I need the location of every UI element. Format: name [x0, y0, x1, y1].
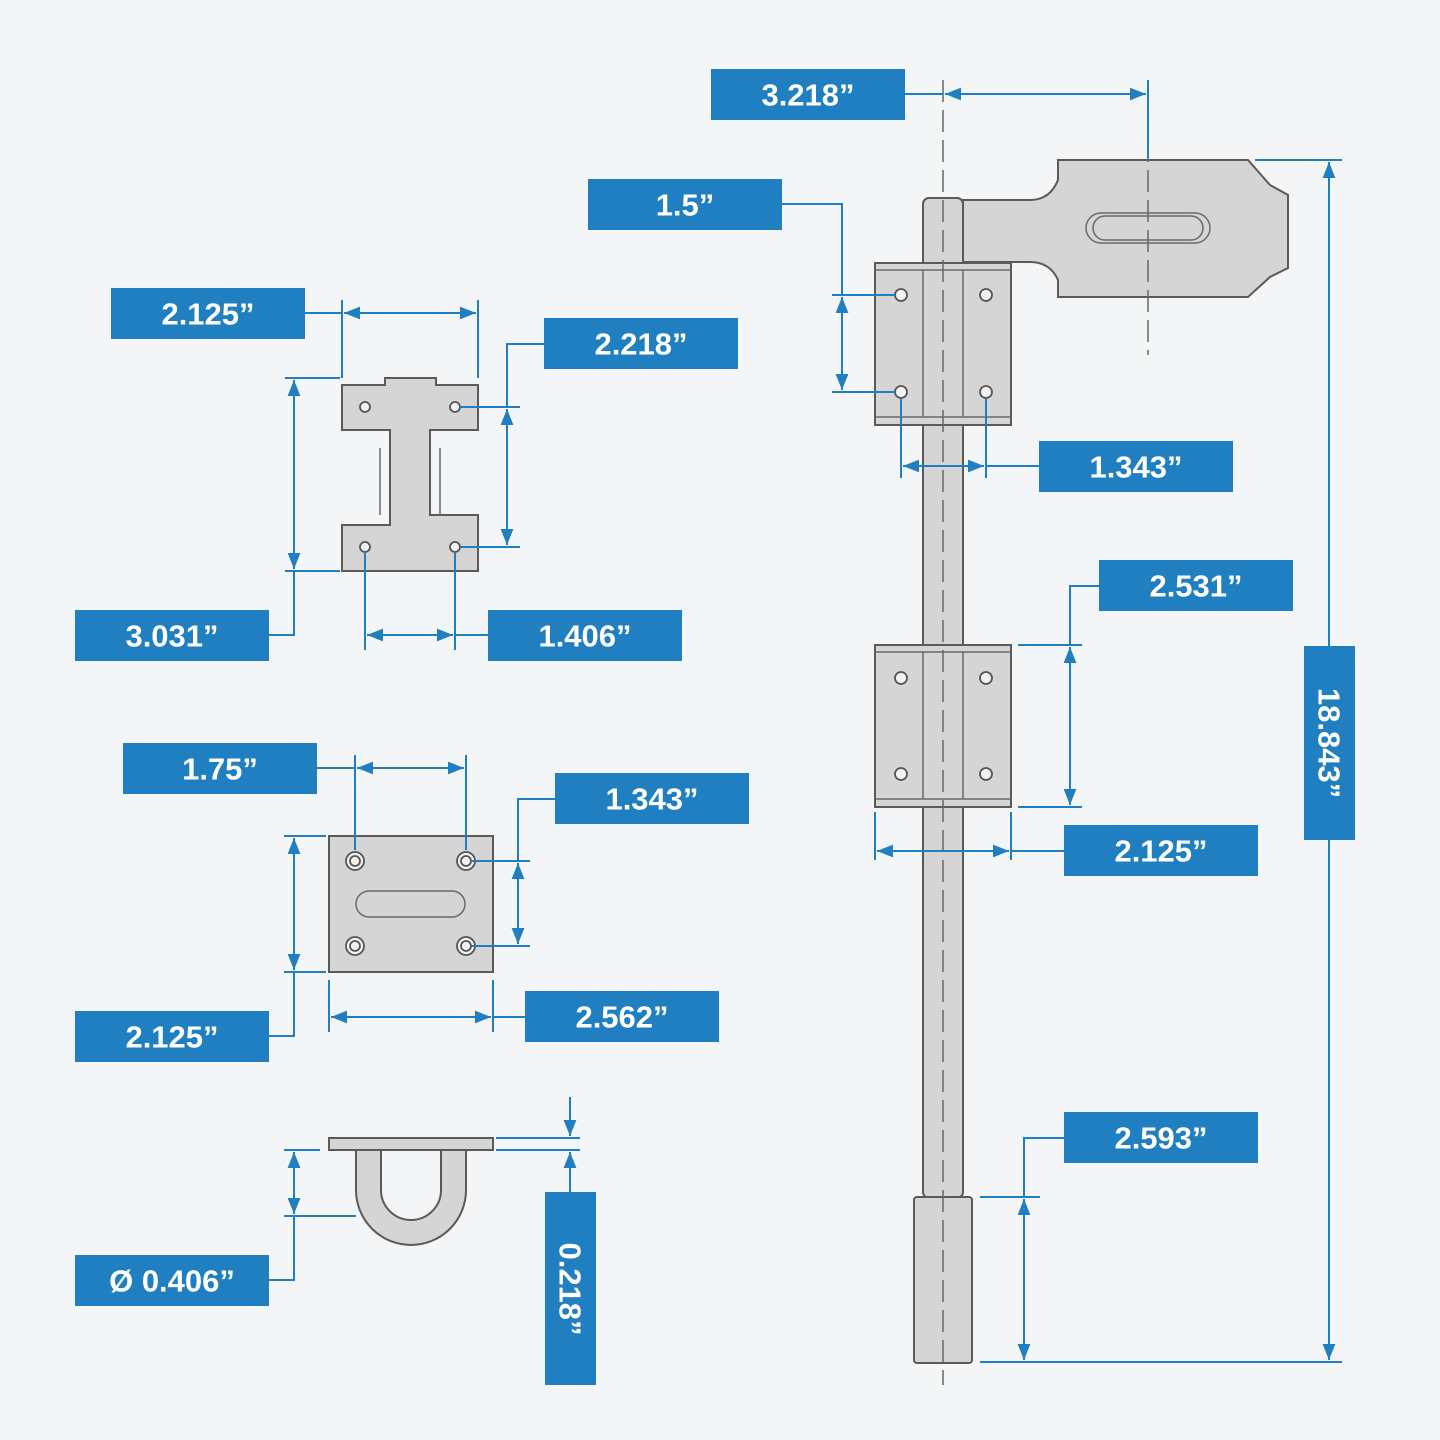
label-overall-length: 18.843”	[1304, 646, 1355, 840]
label-hasp-offset: 3.218”	[711, 69, 905, 120]
label-bracket-height: 2.531”	[1099, 560, 1293, 611]
label-plate-hole-horizontal: 1.75”	[123, 743, 317, 794]
keeper	[341, 377, 479, 572]
svg-text:1.5”: 1.5”	[656, 188, 715, 223]
label-plate-width: 2.562”	[525, 991, 719, 1042]
label-keeper-width: 2.125”	[111, 288, 305, 339]
staple-plate	[328, 835, 494, 973]
label-keeper-hole-vertical: 2.218”	[544, 318, 738, 369]
svg-text:1.343”: 1.343”	[1089, 450, 1182, 485]
svg-text:1.75”: 1.75”	[182, 752, 258, 787]
label-bracket-width: 2.125”	[1064, 825, 1258, 876]
label-bracket-hole-horizontal: 1.343”	[1039, 441, 1233, 492]
svg-text:2.531”: 2.531”	[1149, 569, 1242, 604]
label-staple-diameter: Ø 0.406”	[75, 1255, 269, 1306]
svg-text:2.125”: 2.125”	[125, 1020, 218, 1055]
hasp-handle	[962, 159, 1289, 298]
svg-text:0.218”: 0.218”	[553, 1242, 588, 1335]
staple-side-view	[328, 1137, 494, 1246]
svg-text:3.031”: 3.031”	[125, 619, 218, 654]
label-plate-thickness: 0.218”	[545, 1192, 596, 1385]
svg-text:2.125”: 2.125”	[1114, 834, 1207, 869]
svg-text:1.343”: 1.343”	[605, 782, 698, 817]
label-plate-height: 2.125”	[75, 1011, 269, 1062]
svg-text:3.218”: 3.218”	[761, 78, 854, 113]
label-plate-hole-vertical: 1.343”	[555, 773, 749, 824]
label-bracket-hole-vertical: 1.5”	[588, 179, 782, 230]
svg-text:2.562”: 2.562”	[575, 1000, 668, 1035]
svg-text:18.843”: 18.843”	[1312, 688, 1347, 798]
label-foot-length: 2.593”	[1064, 1112, 1258, 1163]
svg-text:2.125”: 2.125”	[161, 297, 254, 332]
label-keeper-height: 3.031”	[75, 610, 269, 661]
svg-text:Ø 0.406”: Ø 0.406”	[109, 1264, 235, 1299]
cane-bolt	[874, 80, 1289, 1385]
svg-text:2.593”: 2.593”	[1114, 1121, 1207, 1156]
svg-text:2.218”: 2.218”	[594, 327, 687, 362]
svg-text:1.406”: 1.406”	[538, 619, 631, 654]
label-keeper-hole-horizontal: 1.406”	[488, 610, 682, 661]
